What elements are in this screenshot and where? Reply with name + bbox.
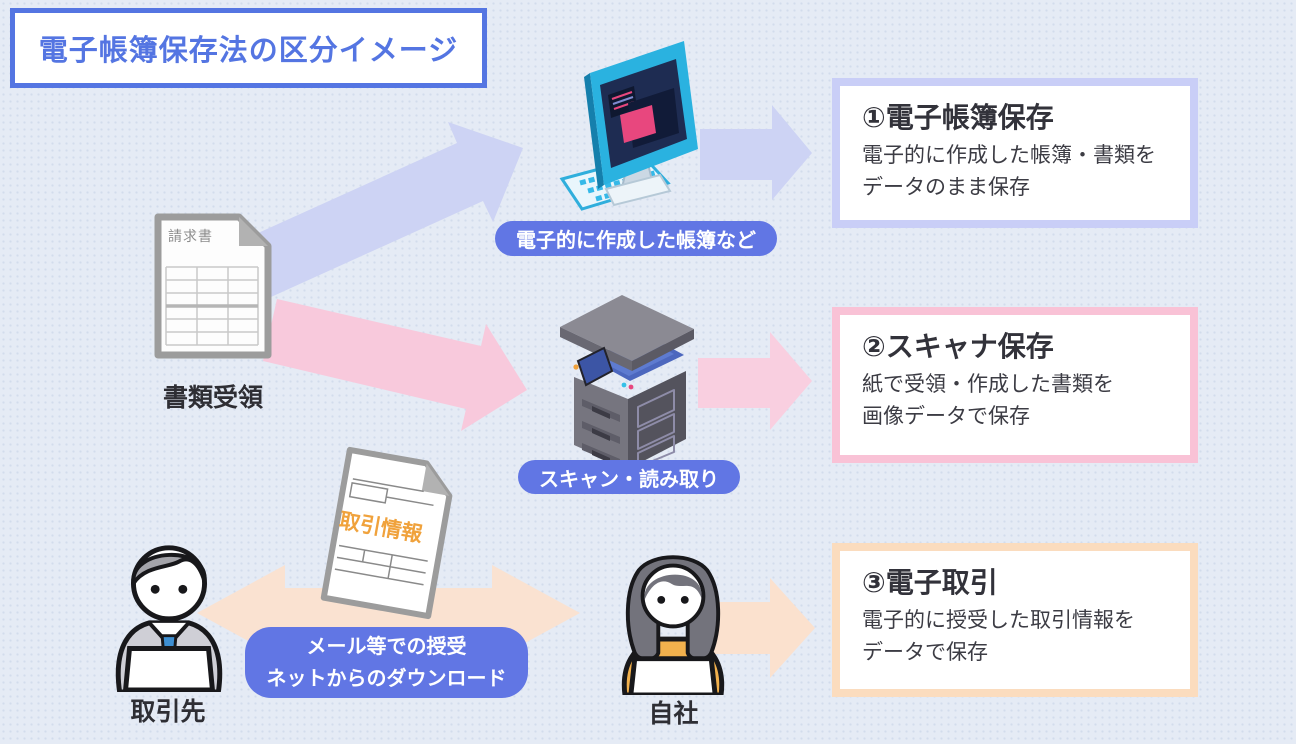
copier-indicator-orange xyxy=(573,364,579,370)
source-caption: 書類受領 xyxy=(162,384,263,412)
transaction-document-icon: 取引情報 xyxy=(320,446,453,620)
company-person-icon xyxy=(621,555,725,695)
copier-lid-side xyxy=(632,329,694,371)
info-box2-desc-line1: 紙で受領・作成した書類を xyxy=(862,373,1114,396)
hair-fringe xyxy=(644,574,702,600)
control-panel-screen xyxy=(576,346,614,387)
screen-pink-pane xyxy=(620,105,656,143)
copier-drawer-handle xyxy=(592,406,610,419)
copier-right-panel xyxy=(637,389,675,428)
eye xyxy=(150,584,160,594)
folded-corner xyxy=(421,463,450,496)
partner-label: 取引先 xyxy=(130,698,206,726)
eye xyxy=(657,595,666,604)
copier-drawer-handle xyxy=(592,428,610,441)
info-box2-desc-line2: 画像データで保存 xyxy=(862,404,1030,428)
screen-line xyxy=(611,91,633,100)
arrow-monitor-to-box1 xyxy=(700,105,812,200)
monitor-edge xyxy=(584,73,604,189)
info-box1-heading: ①電子帳簿保存 xyxy=(862,102,1054,133)
company-label: 自社 xyxy=(648,700,699,728)
info-box3-heading: ③電子取引 xyxy=(862,567,998,598)
copier-drawer-handle xyxy=(592,450,610,463)
copier-indicator-cyan xyxy=(621,382,627,388)
badge-download-line: ネットからのダウンロード xyxy=(266,667,507,690)
info-box3-desc-line2: データで保存 xyxy=(862,640,988,664)
info-box3-desc-line1: 電子的に授受した取引情報を xyxy=(862,609,1135,632)
partner-person-icon xyxy=(115,545,223,692)
arrow-document-to-monitor xyxy=(245,122,523,297)
paper-shape xyxy=(154,213,272,359)
monitor-icon xyxy=(559,41,698,211)
invoice-document-icon: 請求書 xyxy=(154,213,272,359)
eye xyxy=(178,584,188,594)
page-title-box: 電子帳簿保存法の区分イメージ xyxy=(10,8,487,88)
arrow-company-to-box3 xyxy=(690,578,815,678)
sketch-lines-bottom xyxy=(334,544,428,586)
laptop xyxy=(628,656,718,695)
info-box-scanner-save: ②スキャナ保存 紙で受領・作成した書類を 画像データで保存 xyxy=(832,307,1198,463)
arrow-document-to-scanner xyxy=(263,299,527,431)
info-box2-heading: ②スキャナ保存 xyxy=(862,331,1054,362)
info-box1-desc-line1: 電子的に作成した帳簿・書類を xyxy=(862,144,1156,167)
screen-line xyxy=(612,96,634,105)
copier-right-panel xyxy=(637,413,675,450)
folded-corner xyxy=(239,217,268,246)
info-box-electronic-transaction: ③電子取引 電子的に授受した取引情報を データで保存 xyxy=(832,543,1198,697)
badge-electronic-books: 電子的に作成した帳簿など xyxy=(495,221,777,256)
badge-email-line: メール等での授受 xyxy=(306,635,467,658)
info-box1-desc-line2: データのまま保存 xyxy=(862,175,1030,199)
monitor-base xyxy=(604,173,672,207)
info-box-electronic-books: ①電子帳簿保存 電子的に作成した帳簿・書類を データのまま保存 xyxy=(832,78,1198,228)
laptop xyxy=(122,646,216,692)
copier-lid-top xyxy=(560,295,694,361)
arrow-scanner-to-box2 xyxy=(698,332,812,430)
invoice-doc-label: 請求書 xyxy=(168,228,213,244)
page-title: 電子帳簿保存法の区分イメージ xyxy=(38,35,459,67)
badge-scan-read: スキャン・読み取り xyxy=(518,460,740,494)
copier-lid-front xyxy=(560,327,632,371)
paper-shape xyxy=(320,446,453,620)
badge-email-download: メール等での授受 ネットからのダウンロード xyxy=(245,627,528,698)
copier-indicator-pink xyxy=(628,384,634,390)
copier-right-face xyxy=(628,371,686,469)
scanner-icon xyxy=(560,295,694,469)
sketch-lines-top xyxy=(348,478,434,507)
eye xyxy=(680,595,689,604)
hair xyxy=(131,552,207,589)
